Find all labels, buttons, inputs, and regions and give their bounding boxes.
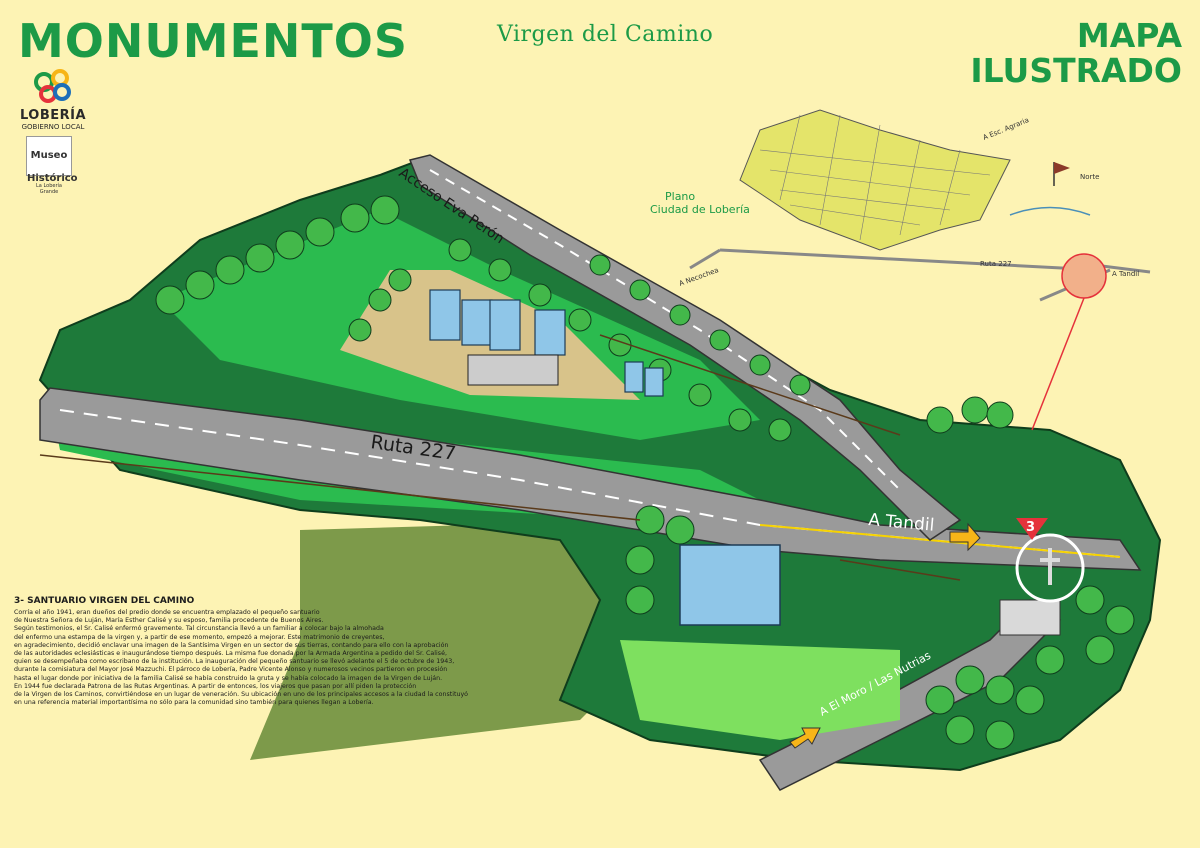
shed	[467, 354, 559, 386]
tandil-arrow	[949, 522, 981, 552]
museum-line3: La Lobería Grande	[36, 183, 62, 195]
greenhouse	[679, 544, 781, 626]
city-plan-inset: Norte Plano Ciudad de Lobería A Necochea…	[650, 109, 1151, 431]
plan-title-line2: Ciudad de Lobería	[650, 203, 750, 216]
shrine-highlight-ring	[1015, 533, 1085, 603]
acceso-eva-peron-road	[408, 154, 962, 541]
plan-tandil-label: A Tandil	[1112, 270, 1139, 278]
north-label: Norte	[1080, 173, 1099, 181]
map-title: MAPA ILUSTRADO	[970, 18, 1182, 88]
silos	[429, 289, 664, 397]
logo-name: LOBERÍA	[19, 108, 87, 123]
tree-rows	[155, 195, 1135, 750]
highlight-circle	[1061, 253, 1107, 299]
agraria-label: A Esc. Agraria	[982, 116, 1030, 142]
el-moro-arrow	[789, 727, 821, 749]
loberia-emblem-icon	[34, 69, 71, 103]
logo-subtitle: GOBIERNO LOCAL	[21, 123, 85, 131]
necochea-label: A Necochea	[678, 266, 720, 288]
description-heading: 3- SANTUARIO VIRGEN DEL CAMINO	[14, 596, 195, 606]
description-block: 3- SANTUARIO VIRGEN DEL CAMINO Corría el…	[14, 596, 589, 707]
museum-line2: Histórico	[27, 173, 78, 184]
olive-field	[250, 520, 640, 760]
loberia-logo: LOBERÍA GOBIERNO LOCAL	[18, 64, 88, 131]
shrine-building	[999, 599, 1061, 636]
plan-route-label: Ruta 227	[980, 260, 1012, 268]
museum-line1: Museo	[30, 150, 68, 161]
description-body: Corría el año 1941, eran dueños del pred…	[14, 609, 469, 707]
ruta-227-road	[39, 387, 1142, 571]
site-marker	[1016, 518, 1048, 540]
page-subtitle: Virgen del Camino	[497, 22, 714, 47]
map-title-line1: MAPA	[1076, 16, 1182, 55]
map-title-line2: ILUSTRADO	[970, 51, 1182, 90]
site-number: 3	[1026, 520, 1035, 535]
shrine-lawn	[620, 640, 900, 740]
page-title: MONUMENTOS	[18, 14, 409, 68]
plan-title-line1: Plano	[665, 190, 695, 203]
museum-logo: Museo Histórico La Lobería Grande	[26, 136, 78, 195]
